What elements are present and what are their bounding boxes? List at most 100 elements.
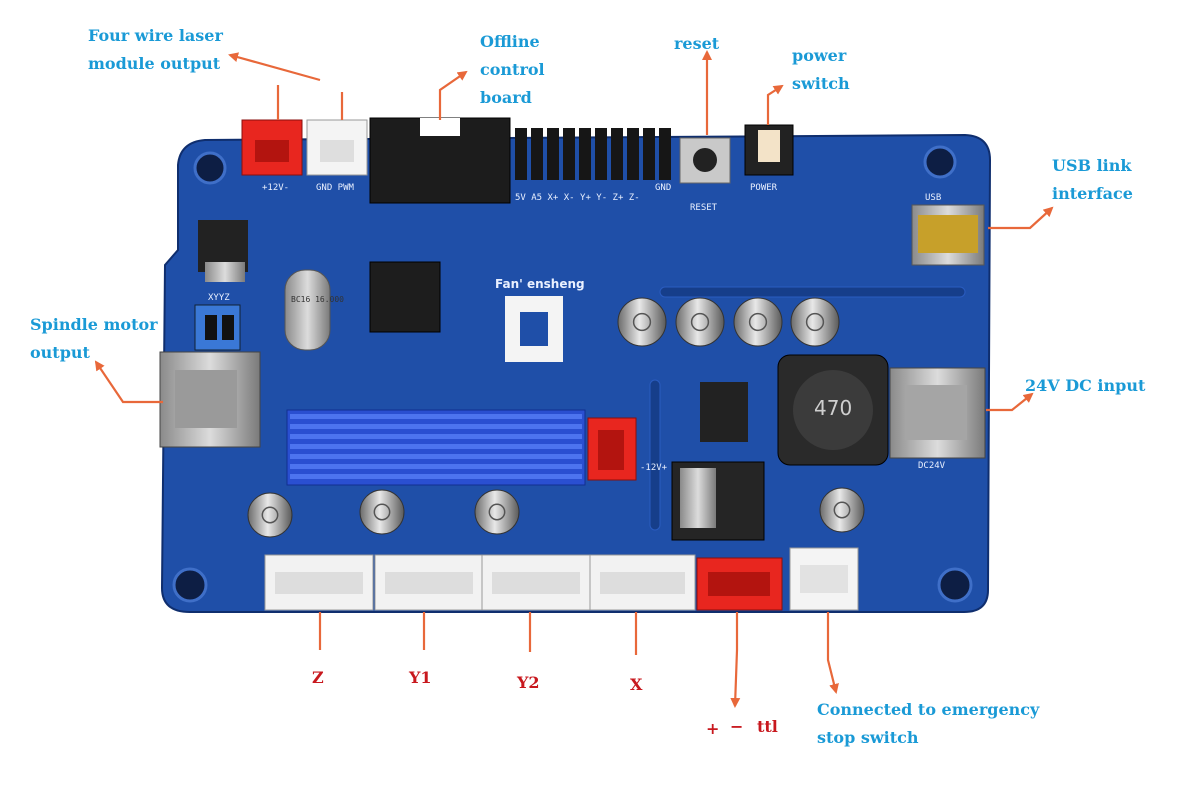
label-estop-line1: Connected to emergency bbox=[817, 700, 1040, 719]
capacitor-vent bbox=[261, 506, 279, 524]
silk-header-row: 5V A5 X+ X- Y+ Y- Z+ Z- bbox=[515, 193, 640, 203]
heatsink bbox=[286, 409, 586, 486]
label-power: power switch bbox=[792, 42, 850, 98]
label-axis-z: Z bbox=[312, 668, 324, 687]
voltage-regulator bbox=[198, 220, 248, 282]
header-pin bbox=[627, 128, 639, 180]
mount-hole-tr bbox=[923, 145, 957, 179]
header-pin bbox=[643, 128, 655, 180]
capacitor bbox=[247, 492, 293, 538]
label-offline: Offline control board bbox=[480, 28, 545, 112]
inductor bbox=[777, 354, 889, 466]
mount-hole-bl bbox=[172, 567, 208, 603]
header-pin bbox=[563, 128, 575, 180]
silk-power: POWER bbox=[750, 183, 778, 193]
stepper-connector-x bbox=[589, 554, 696, 611]
header-pin bbox=[611, 128, 623, 180]
capacitor-vent bbox=[833, 501, 851, 519]
arrow-usb bbox=[988, 206, 1054, 230]
label-axis-y2: Y2 bbox=[517, 673, 540, 692]
label-ttl-minus: − bbox=[730, 717, 744, 736]
capacitor-vent bbox=[488, 503, 506, 521]
label-spindle-line1: Spindle motor bbox=[30, 315, 158, 334]
arrow-dc bbox=[986, 392, 1034, 412]
capacitor bbox=[617, 297, 667, 347]
brand-logo bbox=[505, 296, 563, 362]
header-pin bbox=[547, 128, 559, 180]
label-ttl-plus: + bbox=[706, 719, 720, 738]
capacitor-vent bbox=[632, 312, 652, 332]
microcontroller bbox=[369, 261, 441, 333]
usb-port bbox=[911, 204, 985, 266]
label-laser-line1: Four wire laser bbox=[88, 26, 223, 45]
label-laser: Four wire laser module output bbox=[88, 22, 223, 78]
arrow-spindle bbox=[94, 360, 163, 404]
label-usb-line1: USB link bbox=[1052, 156, 1132, 175]
label-ttl: ttl bbox=[757, 717, 778, 736]
offline-control-header bbox=[369, 117, 511, 204]
label-laser-line2: module output bbox=[88, 54, 221, 73]
silk-header-gnd: GND bbox=[655, 183, 671, 193]
power-mosfet bbox=[671, 382, 765, 541]
pin-header bbox=[515, 128, 671, 180]
silk-xyz: XYYZ bbox=[208, 293, 230, 303]
label-axis-y1: Y1 bbox=[409, 668, 432, 687]
silk-dc24: DC24V bbox=[918, 461, 946, 471]
silk-inductor: 470 bbox=[814, 396, 852, 420]
silk-brand: Fan' ensheng bbox=[495, 277, 585, 291]
heatsink-fin bbox=[290, 434, 582, 439]
arrow-laser bbox=[228, 52, 321, 82]
capacitor-vent bbox=[748, 312, 768, 332]
header-pin bbox=[531, 128, 543, 180]
arrow-estop bbox=[826, 612, 839, 694]
heatsink-fin bbox=[290, 454, 582, 459]
capacitor-vent bbox=[690, 312, 710, 332]
header-pin bbox=[595, 128, 607, 180]
header-pin bbox=[579, 128, 591, 180]
mount-hole-tl bbox=[193, 151, 227, 185]
spindle-output-connector bbox=[159, 351, 261, 448]
header-pin bbox=[515, 128, 527, 180]
label-power-line2: switch bbox=[792, 74, 850, 93]
label-reset: reset bbox=[674, 34, 720, 53]
silk-usb: USB bbox=[925, 193, 941, 203]
silk-laser-pins: +12V- bbox=[262, 183, 289, 193]
label-power-line1: power bbox=[792, 46, 847, 65]
capacitor bbox=[819, 487, 865, 533]
label-axis-x: X bbox=[630, 675, 643, 694]
label-dc-input: 24V DC input bbox=[1025, 376, 1146, 395]
heatsink-fin bbox=[290, 464, 582, 469]
reset-button bbox=[679, 137, 731, 184]
silk-12v: -12V+ bbox=[640, 463, 668, 473]
label-offline-line3: board bbox=[480, 88, 532, 107]
jumper-block bbox=[194, 304, 241, 351]
capacitor-vent bbox=[805, 312, 825, 332]
arrow-ttl bbox=[730, 612, 741, 708]
power-switch bbox=[744, 124, 794, 176]
label-usb: USB link interface bbox=[1052, 152, 1133, 208]
capacitor-vent bbox=[373, 503, 391, 521]
dc-input-jack bbox=[889, 367, 986, 459]
silk-reset: RESET bbox=[690, 203, 718, 213]
header-pin bbox=[659, 128, 671, 180]
heatsink-fin bbox=[290, 424, 582, 429]
ttl-connector bbox=[696, 557, 783, 611]
heatsink-fin bbox=[290, 414, 582, 419]
estop-connector bbox=[789, 547, 859, 611]
capacitor bbox=[359, 489, 405, 535]
capacitor bbox=[474, 489, 520, 535]
pwm-connector bbox=[306, 119, 368, 176]
capacitor bbox=[675, 297, 725, 347]
capacitor bbox=[790, 297, 840, 347]
label-usb-line2: interface bbox=[1052, 184, 1133, 203]
capacitor bbox=[733, 297, 783, 347]
label-offline-line1: Offline bbox=[480, 32, 540, 51]
laser-connector bbox=[241, 119, 303, 176]
label-offline-line2: control bbox=[480, 60, 545, 79]
capacitor-group bbox=[247, 297, 865, 538]
fan-connector bbox=[587, 417, 637, 481]
label-estop: Connected to emergency stop switch bbox=[817, 696, 1039, 752]
stepper-connector-z bbox=[264, 554, 374, 611]
